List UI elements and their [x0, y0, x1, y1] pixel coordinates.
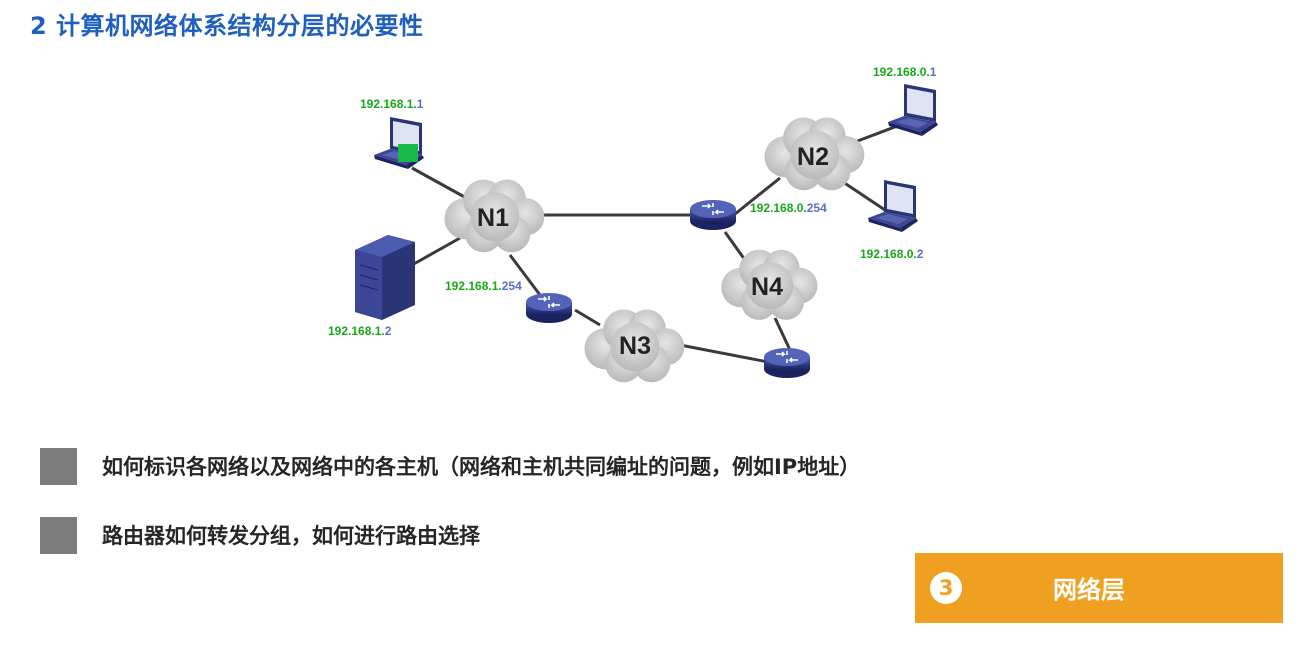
- ip-label-router-n2: 192.168.0.254: [750, 201, 827, 215]
- layer-badge: 3 网络层: [915, 553, 1283, 623]
- bullet-item: 如何标识各网络以及网络中的各主机（网络和主机共同编址的问题，例如IP地址）: [40, 447, 860, 485]
- router-icon: [525, 292, 573, 324]
- bullet-item: 路由器如何转发分组，如何进行路由选择: [40, 516, 480, 554]
- ip-label-host-d: 192.168.0.2: [860, 247, 924, 261]
- bullet-text: 路由器如何转发分组，如何进行路由选择: [102, 524, 480, 548]
- svg-text:N2: N2: [797, 143, 829, 171]
- laptop-icon: [374, 117, 424, 169]
- router-icon: [689, 199, 737, 231]
- ip-label-host-a: 192.168.1.1: [360, 97, 424, 111]
- cloud-n4: N4: [721, 249, 818, 320]
- connection-lines: [411, 123, 901, 364]
- layer-number-badge: 3: [930, 572, 962, 604]
- layer-name: 网络层: [1053, 576, 1125, 604]
- cloud-n2: N2: [764, 117, 865, 191]
- svg-text:N3: N3: [619, 332, 651, 360]
- ip-label-host-c: 192.168.0.1: [873, 65, 937, 79]
- server-icon: [355, 235, 415, 320]
- router-icon: [763, 347, 811, 379]
- svg-text:N4: N4: [751, 273, 783, 301]
- cloud-n1: N1: [444, 179, 545, 253]
- svg-text:N1: N1: [477, 204, 509, 232]
- bullet-square: [40, 447, 77, 485]
- network-diagram: N1 N2 N3 N4 192.168.1.1 192.168.1.2 192.…: [328, 65, 938, 383]
- ip-label-router-n1: 192.168.1.254: [445, 279, 522, 293]
- ip-label-host-b: 192.168.1.2: [328, 324, 392, 338]
- bullet-text: 如何标识各网络以及网络中的各主机（网络和主机共同编址的问题，例如IP地址）: [102, 455, 861, 479]
- page-title: 2 计算机网络体系结构分层的必要性: [30, 12, 424, 40]
- laptop-icon: [868, 180, 918, 232]
- cloud-n3: N3: [584, 309, 685, 383]
- bullet-square: [40, 516, 77, 554]
